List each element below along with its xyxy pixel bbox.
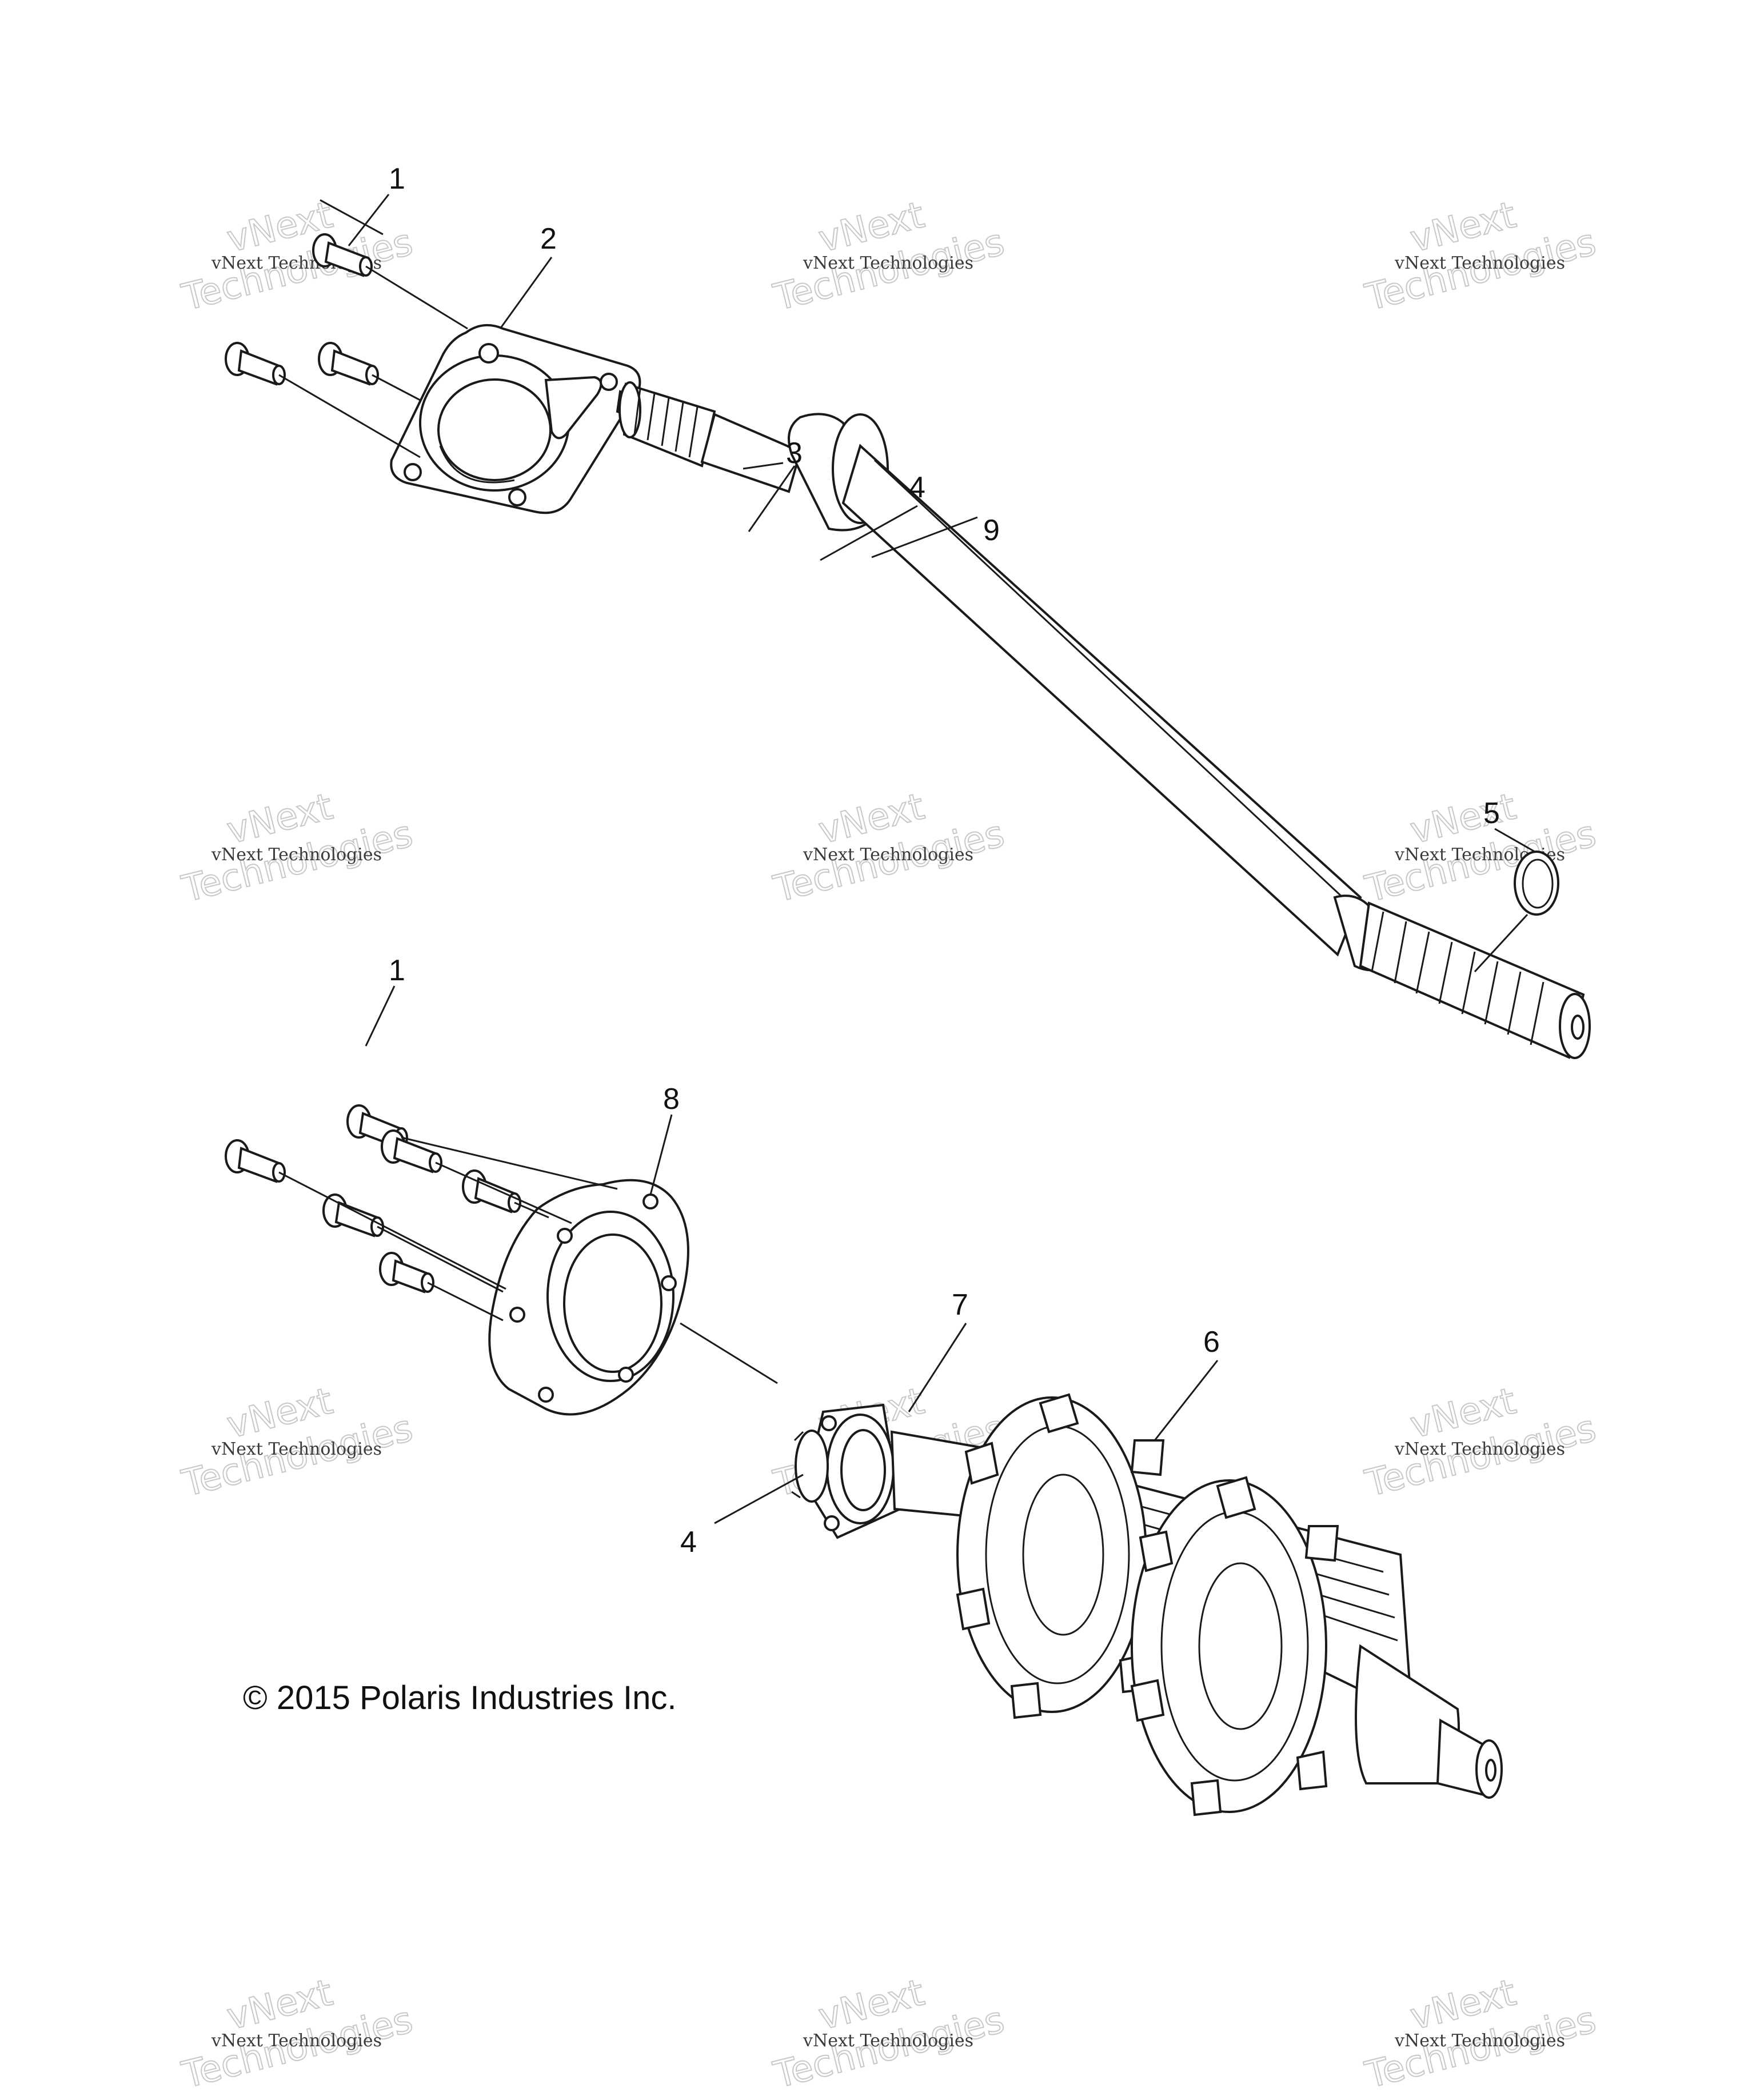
svg-text:vNext Technologies: vNext Technologies: [211, 1439, 382, 1459]
leader-line: [401, 1136, 618, 1190]
leader-line: [514, 1201, 549, 1219]
callout-6: 6: [1203, 1326, 1220, 1359]
svg-text:vNext Technologies: vNext Technologies: [803, 845, 973, 865]
leader-line: [680, 1322, 778, 1384]
leader-line: [365, 985, 396, 1047]
leader-line: [320, 199, 384, 235]
watermark: vNext Technologies vNext Technologies: [177, 1379, 417, 1506]
callout-7: 7: [952, 1288, 968, 1322]
leader-line: [348, 194, 390, 246]
callout-1-mid: 1: [389, 954, 405, 987]
leader-line: [820, 505, 918, 561]
callout-4-top: 4: [909, 471, 925, 504]
watermark: vNext Technologies vNext Technologies: [1360, 1971, 1601, 2097]
snap-ring-part-5: [1514, 851, 1559, 916]
callout-3: 3: [786, 437, 803, 470]
callout-4-bottom: 4: [680, 1526, 697, 1559]
svg-text:vNext Technologies: vNext Technologies: [803, 253, 973, 273]
callout-8: 8: [663, 1083, 680, 1116]
leader-line: [743, 462, 784, 470]
leader-line: [278, 1171, 506, 1290]
leader-line: [377, 1225, 504, 1293]
watermark: vNext Technologies vNext Technologies: [177, 1971, 417, 2097]
drive-sprocket-part-6: [956, 1393, 1339, 1816]
callout-labels: 1 2 3 4 9 5 1 8 7 6 4: [389, 162, 1500, 1559]
svg-text:vNext Technologies: vNext Technologies: [211, 2031, 382, 2051]
svg-text:vNext Technologies: vNext Technologies: [1394, 1439, 1565, 1459]
callout-2: 2: [540, 222, 557, 255]
watermark: vNext Technologies vNext Technologies: [177, 193, 417, 320]
bolt-bottom-1: [225, 1139, 286, 1183]
svg-text:vNext Technologies: vNext Technologies: [211, 845, 382, 865]
leader-line: [499, 257, 553, 329]
bolt-bottom-5: [379, 1252, 434, 1293]
bolt-bottom-4: [322, 1193, 384, 1237]
watermark: vNext Technologies vNext Technologies: [1360, 785, 1601, 911]
copyright-notice: © 2015 Polaris Industries Inc.: [243, 1679, 676, 1716]
callout-9: 9: [983, 514, 1000, 547]
bearing-flange-part-8: [488, 1179, 689, 1416]
leader-line: [372, 374, 421, 401]
bolt-part-1-top: [312, 233, 373, 277]
watermark: vNext Technologies vNext Technologies: [1360, 193, 1601, 320]
bolt-left-top: [225, 342, 286, 386]
watermark: vNext Technologies vNext Technologies: [769, 193, 1009, 320]
leader-line: [1154, 1360, 1219, 1441]
leader-line: [871, 516, 978, 558]
leader-line: [748, 465, 796, 532]
svg-text:vNext Technologies: vNext Technologies: [1394, 253, 1565, 273]
svg-text:vNext Technologies: vNext Technologies: [1394, 2031, 1565, 2051]
leader-line: [1474, 913, 1528, 973]
callout-5: 5: [1483, 797, 1500, 830]
watermark: vNext Technologies vNext Technologies: [177, 785, 417, 911]
leader-line: [649, 1114, 673, 1195]
bearing-plate-part-2: [390, 324, 641, 514]
watermark: vNext Technologies vNext Technologies: [769, 1971, 1009, 2097]
bolt-bottom-3: [462, 1169, 521, 1213]
leader-line: [365, 265, 468, 330]
bolt-bottom-2: [381, 1129, 442, 1173]
svg-text:vNext Technologies: vNext Technologies: [803, 2031, 973, 2051]
leader-line: [1494, 828, 1535, 853]
leader-line: [714, 1474, 804, 1524]
leader-line: [435, 1161, 572, 1224]
leader-line: [908, 1323, 967, 1412]
leader-line: [278, 374, 421, 458]
shaft-part-3: [618, 381, 1591, 1059]
watermark: vNext Technologies vNext Technologies: [769, 785, 1009, 911]
leader-line: [427, 1281, 504, 1322]
watermark: vNext Technologies vNext Technologies: [1360, 1379, 1601, 1506]
bolt-center-top: [318, 342, 379, 386]
callout-1-top: 1: [389, 162, 405, 195]
bearing-part-4-bottom: [791, 1430, 829, 1503]
